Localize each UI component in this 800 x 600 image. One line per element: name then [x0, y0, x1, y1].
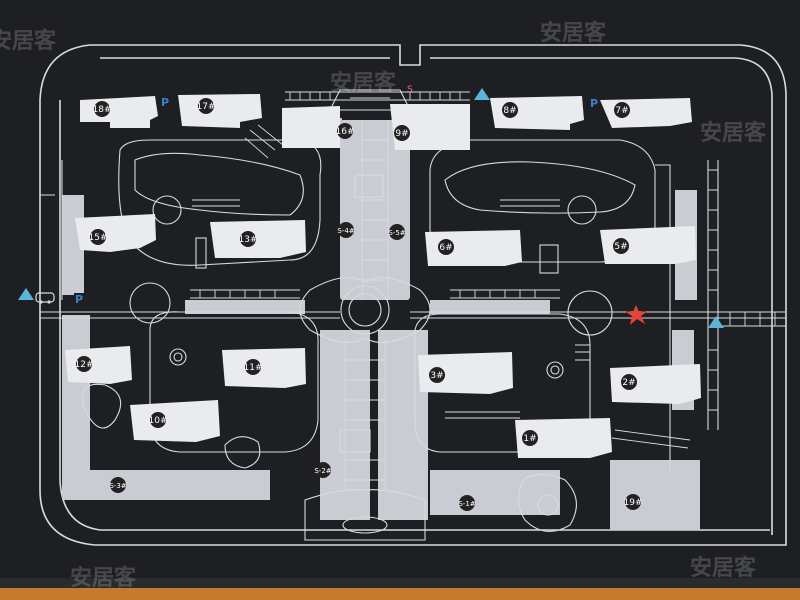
building-17[interactable]: 17#: [197, 98, 216, 114]
building-12-label: 12#: [75, 360, 94, 370]
building-15[interactable]: 15#: [89, 229, 108, 245]
building-1-label: 1#: [523, 434, 536, 444]
building-7[interactable]: 7#: [614, 102, 630, 118]
building-2[interactable]: 2#: [621, 374, 637, 390]
watermark: 安居客: [690, 555, 757, 581]
building-3[interactable]: 3#: [429, 367, 445, 383]
building-footprints: [65, 94, 701, 458]
building-11[interactable]: 11#: [244, 359, 263, 375]
building-5-label: 5#: [614, 242, 627, 252]
parking-label: P: [161, 96, 169, 109]
building-3-label: 3#: [430, 371, 443, 381]
building-1[interactable]: 1#: [522, 430, 538, 446]
building-11-label: 11#: [244, 363, 263, 373]
entrance-triangle-icon[interactable]: [474, 88, 490, 100]
building-9[interactable]: 9#: [394, 125, 410, 141]
building-8[interactable]: 8#: [502, 102, 518, 118]
building-16-label: 16#: [336, 127, 355, 137]
road-s3-label: S-3#: [109, 482, 126, 490]
building-18[interactable]: 18#: [93, 101, 112, 117]
building-10-label: 10#: [149, 416, 168, 426]
building-16[interactable]: 16#: [336, 123, 355, 139]
entrance-triangle-icon[interactable]: [708, 316, 724, 328]
building-5[interactable]: 5#: [613, 238, 629, 254]
road-s4[interactable]: S-4#: [337, 222, 355, 238]
building-6[interactable]: 6#: [438, 239, 454, 255]
building-6-label: 6#: [439, 243, 452, 253]
building-12[interactable]: 12#: [75, 356, 94, 372]
floor-strip: [0, 586, 800, 600]
road-s2-label: S-2#: [314, 467, 331, 475]
parking-icon[interactable]: P: [74, 293, 84, 306]
building-7-label: 7#: [615, 106, 628, 116]
north-marker: S: [407, 85, 413, 95]
car-icon: [35, 292, 55, 304]
building-10[interactable]: 10#: [149, 412, 168, 428]
watermark: 安居客: [70, 565, 137, 591]
building-19-label: 19#: [624, 498, 643, 508]
building-19[interactable]: 19#: [624, 494, 643, 510]
entrance-markers: [18, 88, 724, 328]
watermark: 安居客: [540, 20, 607, 46]
building-17-label: 17#: [197, 102, 216, 112]
building-labels: 18# 17# 16# 9# 8# 7# 15# 13# 6# 5# 12# 1…: [75, 98, 643, 510]
building-18-label: 18#: [93, 105, 112, 115]
parking-icon[interactable]: P: [160, 96, 170, 109]
building-13-label: 13#: [239, 235, 258, 245]
parking-label: P: [590, 97, 598, 110]
parking-icon[interactable]: P: [589, 97, 599, 110]
watermarks: 安居客 安居客 安居客 安居客 安居客 安居客: [0, 20, 767, 591]
entrance-triangle-icon[interactable]: [18, 288, 34, 300]
watermark: 安居客: [330, 70, 397, 96]
road-s1-label: S-1#: [458, 500, 475, 508]
building-8-label: 8#: [503, 106, 516, 116]
road-s5-label: S-5#: [388, 229, 405, 237]
building-9-label: 9#: [395, 129, 408, 139]
building-13[interactable]: 13#: [239, 231, 258, 247]
you-are-here-star-icon[interactable]: [624, 305, 648, 325]
stair-hatching: [190, 91, 786, 490]
road-s4-label: S-4#: [337, 227, 354, 235]
road-s1[interactable]: S-1#: [458, 495, 476, 511]
watermark: 安居客: [700, 120, 767, 146]
building-15-label: 15#: [89, 233, 108, 243]
watermark: 安居客: [0, 28, 57, 54]
road-s5[interactable]: S-5#: [388, 224, 406, 240]
road-labels: S-4# S-5# S-3# S-2# S-1#: [109, 222, 476, 511]
road-s2[interactable]: S-2#: [314, 462, 332, 478]
road-s3[interactable]: S-3#: [109, 477, 127, 493]
building-2-label: 2#: [622, 378, 635, 388]
parking-markers: P P P: [74, 96, 599, 306]
site-boundary: [39, 44, 787, 546]
parking-label: P: [75, 293, 83, 306]
